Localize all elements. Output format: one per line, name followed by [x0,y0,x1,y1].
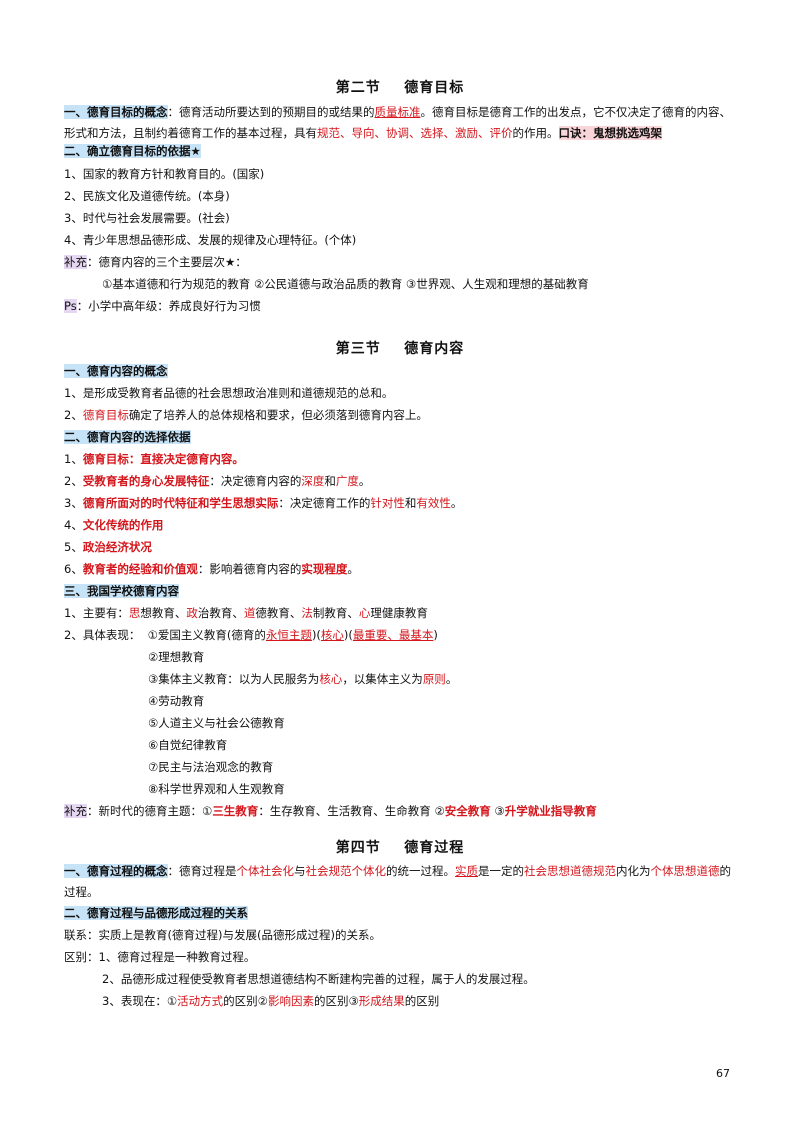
section-title-goals: 第二节 德育目标 [335,80,465,96]
relation-heading: 二、德育过程与品德形成过程的关系 [64,906,248,920]
list-item: 4、文化传统的作用 [64,518,164,532]
list-item: 3、时代与社会发展需要。(社会) [64,211,230,225]
relation-link: 联系：实质上是教育(德育过程)与发展(品德形成过程)的关系。 [64,928,381,942]
list-item: 1、德育目标：直接决定德育内容。 [64,452,244,466]
goal-concept-heading: 一、德育目标的概念 [64,105,168,119]
list-item: 2、德育目标确定了培养人的总体规格和要求，但必须落到德育内容上。 [64,408,428,422]
section-title-process: 第四节 德育过程 [335,840,465,856]
relation-diff-1: 区别：1、德育过程是一种教育过程。 [64,950,256,964]
goal-concept-paragraph: 一、德育目标的概念：德育活动所要达到的预期目的或结果的质量标准。德育目标是德育工… [64,105,731,140]
list-item: ③集体主义教育：以为人民服务为核心，以集体主义为原则。 [148,672,458,686]
supplement-line: 补充：德育内容的三个主要层次★： [64,255,247,269]
relation-diff-2: 2、品德形成过程使受教育者思想道德结构不断建构完善的过程，属于人的发展过程。 [102,972,535,986]
list-item: ④劳动教育 [148,694,205,708]
list-item: 2、民族文化及道德传统。(本身) [64,189,230,203]
list-item: 5、政治经济状况 [64,540,152,554]
list-item: ⑦民主与法治观念的教育 [148,760,274,774]
page-number: 67 [716,1067,730,1080]
list-item: 1、是形成受教育者品德的社会思想政治准则和道德规范的总和。 [64,386,394,400]
list-item: 6、教育者的经验和价值观：影响着德育内容的实现程度。 [64,562,359,576]
list-item: 1、国家的教育方针和教育目的。(国家) [64,167,265,181]
list-item: 1、主要有：思想教育、政治教育、道德教育、法制教育、心理健康教育 [64,606,428,620]
list-item: ⑧科学世界观和人生观教育 [148,782,285,796]
goal-basis-heading: 二、确立德育目标的依据★ [64,144,201,158]
list-item: ②理想教育 [148,650,205,664]
section-title-content: 第三节 德育内容 [335,341,465,357]
relation-diff-3: 3、表现在：①活动方式的区别②影响因素的区别③形成结果的区别 [102,994,440,1008]
mnemonic: 口诀：鬼想挑选鸡架 [558,126,662,140]
content-basis-heading: 二、德育内容的选择依据 [64,430,191,444]
supplement-levels: ①基本道德和行为规范的教育 ②公民道德与政治品质的教育 ③世界观、人生观和理想的… [102,277,589,291]
school-content-heading: 三、我国学校德育内容 [64,584,179,598]
list-item: 3、德育所面对的时代特征和学生思想实际：决定德育工作的针对性和有效性。 [64,496,463,510]
supplement-line: 补充：新时代的德育主题：①三生教育：生存教育、生活教育、生命教育 ②安全教育 ③… [64,804,597,818]
process-concept-paragraph: 一、德育过程的概念：德育过程是个体社会化与社会规范个体化的统一过程。实质是一定的… [64,864,731,899]
list-item: 2、具体表现： ①爱国主义教育(德育的永恒主题)(核心)(最重要、最基本) [64,628,438,642]
ps-line: Ps：小学中高年级：养成良好行为习惯 [64,299,261,313]
list-item: 4、青少年思想品德形成、发展的规律及心理特征。(个体) [64,233,357,247]
list-item: ⑤人道主义与社会公德教育 [148,716,285,730]
list-item: ⑥自觉纪律教育 [148,738,228,752]
list-item: 2、受教育者的身心发展特征：决定德育内容的深度和广度。 [64,474,371,488]
content-concept-heading: 一、德育内容的概念 [64,364,168,378]
